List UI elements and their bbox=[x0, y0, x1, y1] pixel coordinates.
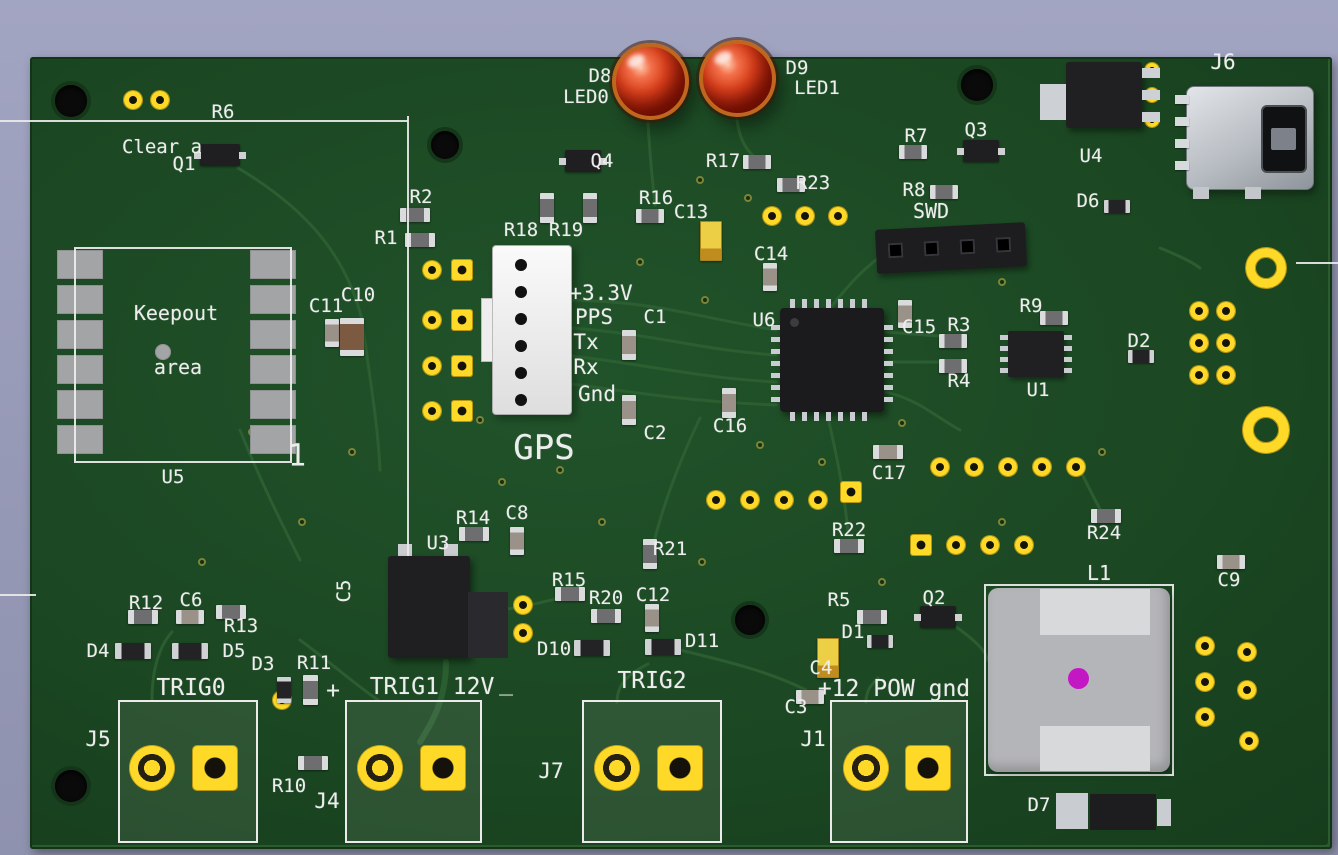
voltage-regulator-u4 bbox=[1040, 62, 1160, 128]
power-device-u3-tab bbox=[468, 592, 508, 658]
regulator-lead bbox=[1142, 90, 1160, 100]
led-d9-led1 bbox=[699, 40, 776, 117]
usb-pin bbox=[1175, 139, 1189, 148]
inductor-polarity-dot bbox=[1068, 668, 1089, 689]
usb-tongue bbox=[1271, 128, 1296, 150]
header-socket bbox=[923, 240, 940, 257]
gps-connector bbox=[481, 245, 572, 415]
header-socket bbox=[995, 236, 1012, 253]
regulator-lead bbox=[1142, 68, 1160, 78]
diode-d7-pad bbox=[1157, 799, 1171, 826]
header-socket bbox=[959, 238, 976, 255]
usb-pin bbox=[1175, 117, 1189, 126]
regulator-lead bbox=[1142, 112, 1160, 122]
connector-pin-hole bbox=[515, 367, 527, 379]
led-d8-led0 bbox=[612, 43, 689, 120]
qfp-pins-bottom bbox=[790, 412, 874, 421]
usb-pin bbox=[1175, 95, 1189, 104]
usb-pin bbox=[1175, 161, 1189, 170]
connector-pin-hole bbox=[515, 394, 527, 406]
qfp-pins-left bbox=[771, 318, 780, 402]
connector-pin-hole bbox=[515, 340, 527, 352]
usb-mini-connector-j6 bbox=[1175, 86, 1314, 199]
inductor-terminal bbox=[1040, 726, 1150, 771]
inductor-terminal bbox=[1040, 589, 1150, 635]
swd-header bbox=[874, 222, 1028, 274]
usb-shield-tab bbox=[1245, 187, 1261, 199]
u3-lead bbox=[398, 544, 412, 556]
connector-pin-hole bbox=[515, 286, 527, 298]
diode-d7-body bbox=[1090, 794, 1156, 830]
power-device-u3-body bbox=[388, 556, 470, 658]
soic-ic-u1 bbox=[1000, 331, 1072, 377]
diode-d7-pad bbox=[1056, 793, 1088, 829]
header-socket bbox=[887, 242, 904, 259]
qfp-pins-right bbox=[884, 318, 893, 402]
pin1-marker bbox=[790, 318, 799, 327]
u3-lead bbox=[444, 544, 458, 556]
connector-pin-hole bbox=[515, 259, 527, 271]
qfp-pins-top bbox=[790, 299, 874, 308]
mcu-qfp-u6 bbox=[771, 299, 893, 421]
regulator-tab bbox=[1040, 84, 1066, 120]
usb-shield-tab bbox=[1193, 187, 1209, 199]
connector-key-tab bbox=[481, 298, 493, 362]
connector-pin-hole bbox=[515, 313, 527, 325]
